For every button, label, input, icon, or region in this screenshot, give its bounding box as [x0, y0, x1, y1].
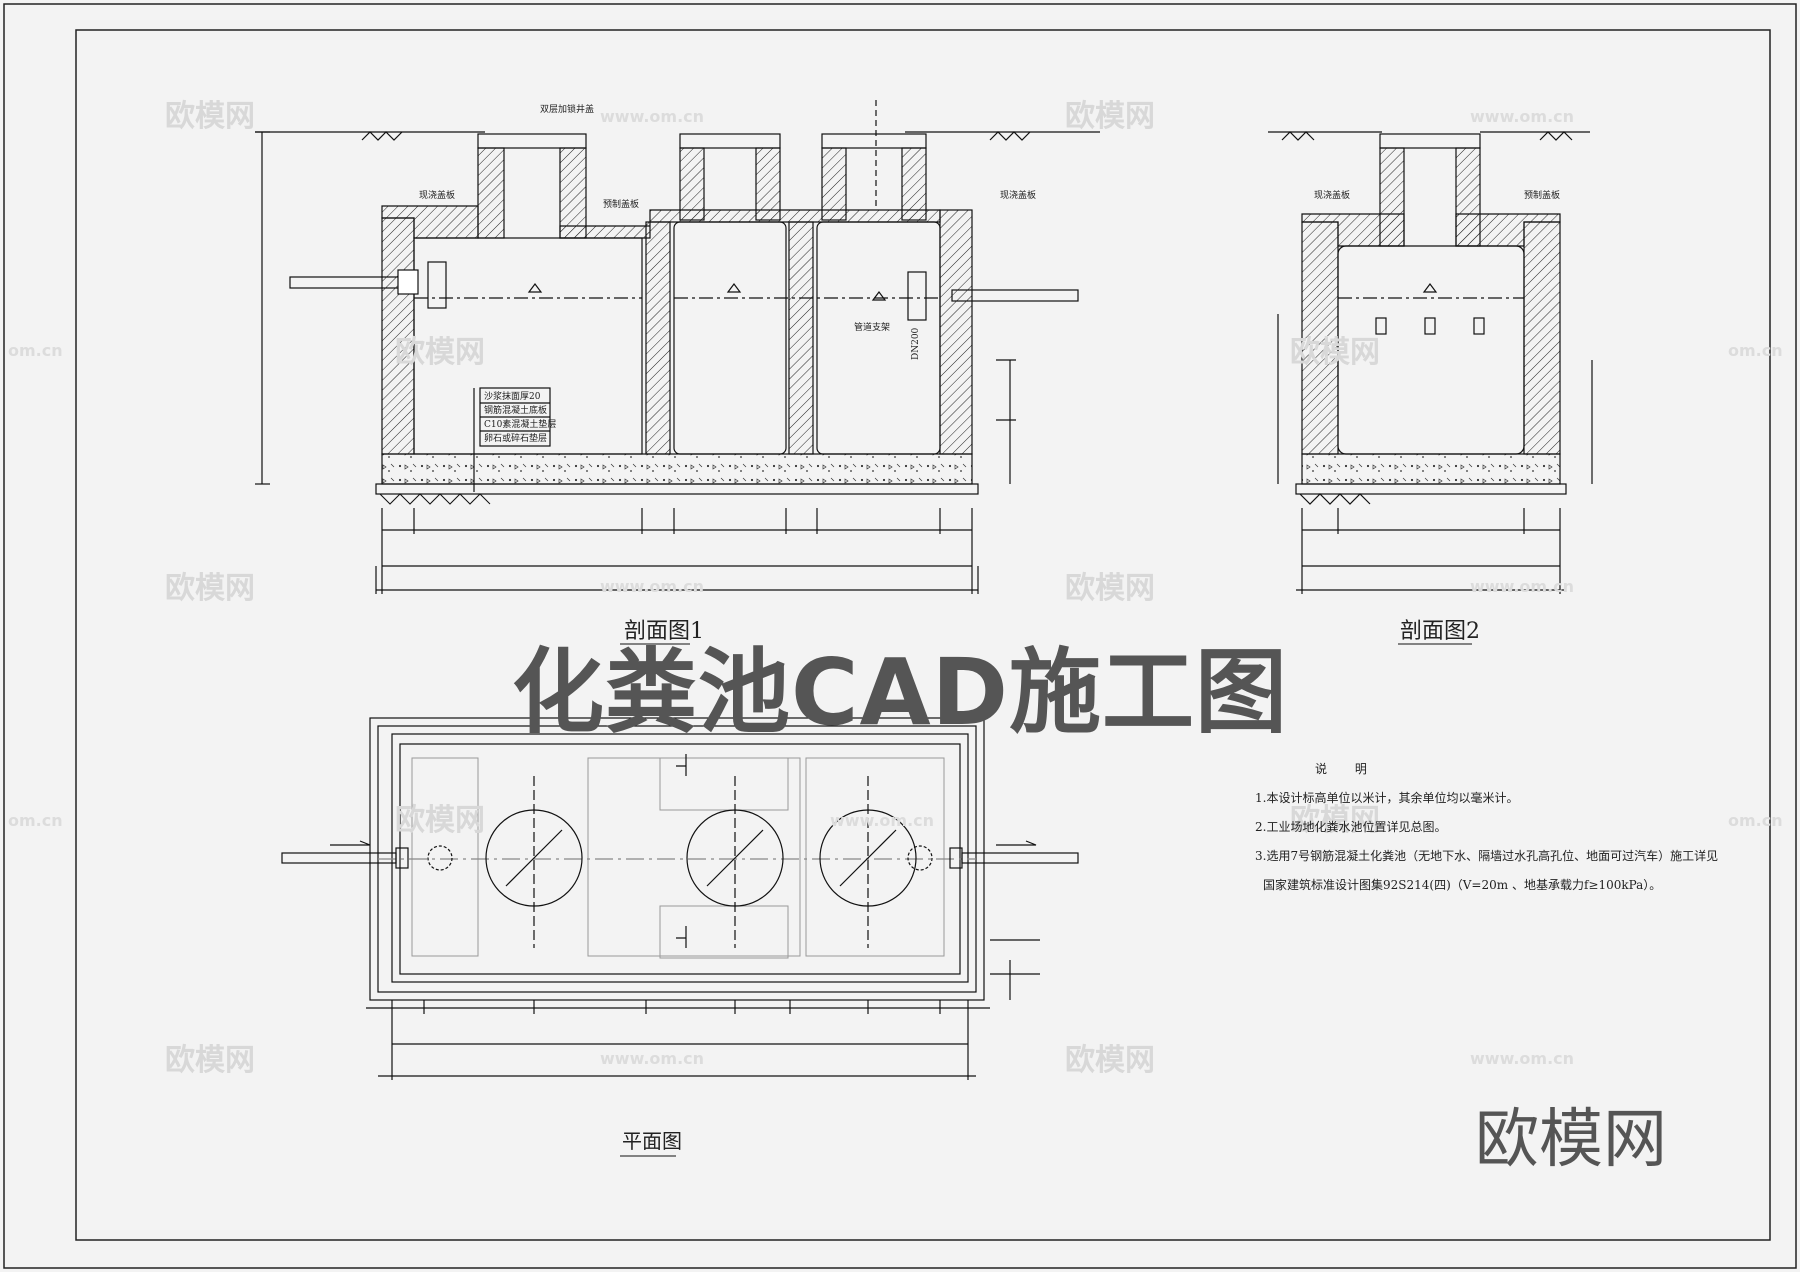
note-item: 1.本设计标高单位以米计，其余单位均以毫米计。 [1255, 791, 1519, 805]
watermark-url: www.om.cn [1470, 1049, 1574, 1068]
plan-labels: 平面图 [620, 1129, 682, 1157]
watermark-url: www.om.cn [600, 1049, 704, 1068]
watermark-logo: 欧模网 [1065, 99, 1155, 134]
watermark-url-partial: om.cn [8, 811, 63, 830]
watermark-logo: 欧模网 [395, 803, 485, 838]
watermark-logo: 欧模网 [165, 571, 255, 606]
drawing-title: 化粪池CAD施工图 [511, 639, 1289, 746]
layer-label-2: 钢筋混凝土底板 [484, 404, 547, 416]
watermark-url: www.om.cn [830, 811, 934, 830]
cast-cover-right-label: 现浇盖板 [1000, 189, 1036, 201]
watermark-logo: 欧模网 [1065, 571, 1155, 606]
watermark-url: www.om.cn [600, 107, 704, 126]
pipe-size-label: DN200 [911, 327, 921, 360]
inner-border [75, 29, 1771, 1241]
note-item: 2.工业场地化粪水池位置详见总图。 [1255, 820, 1447, 834]
manhole-label: 双层加锁井盖 [540, 103, 594, 115]
watermark-url: www.om.cn [1470, 107, 1574, 126]
section-2-labels: 现浇盖板 预制盖板 剖面图2 [1314, 189, 1560, 645]
section-2-drawing [1268, 131, 1593, 594]
note-item: 3.选用7号钢筋混凝土化粪池（无地下水、隔墙过水孔高孔位、地面可过汽车）施工详见 [1255, 849, 1719, 863]
outer-border [3, 3, 1797, 1269]
note-item: 国家建筑标准设计图集92S214(四)（V=20m 、地基承载力f≥100kPa… [1263, 878, 1662, 892]
watermark-url-partial: om.cn [1728, 341, 1783, 360]
precast-cover-label: 预制盖板 [603, 198, 639, 210]
watermark-logo: 欧模网 [1290, 803, 1380, 838]
watermark-layer: 欧模网 欧模网 欧模网 欧模网 欧模网 欧模网 欧模网 欧模网 欧模网 欧模网 … [8, 99, 1783, 1078]
s2-precast-cover-label: 预制盖板 [1524, 189, 1560, 201]
plan-caption: 平面图 [622, 1129, 682, 1153]
watermark-logo: 欧模网 [395, 335, 485, 370]
s2-cast-cover-label: 现浇盖板 [1314, 189, 1350, 201]
cast-cover-left-label: 现浇盖板 [419, 189, 455, 201]
section-2-caption: 剖面图2 [1400, 619, 1480, 644]
watermark-logo: 欧模网 [1290, 335, 1380, 370]
section-1-labels: 双层加锁井盖 现浇盖板 现浇盖板 预制盖板 管道支架 DN200 沙浆抹面厚20… [419, 103, 1036, 645]
layer-label-3: C10素混凝土垫层 [484, 418, 556, 430]
pipe-support-label: 管道支架 [854, 321, 890, 333]
watermark-url-partial: om.cn [1728, 811, 1783, 830]
notes-title: 说 明 [1315, 762, 1379, 776]
brand-watermark: 欧模网 [1475, 1103, 1667, 1177]
layer-label-4: 卵石或碎石垫层 [484, 432, 547, 444]
design-notes: 说 明 1.本设计标高单位以米计，其余单位均以毫米计。 2.工业场地化粪水池位置… [1255, 755, 1735, 900]
watermark-logo: 欧模网 [1065, 1043, 1155, 1078]
watermark-url: www.om.cn [600, 577, 704, 596]
layer-label-1: 沙浆抹面厚20 [484, 390, 541, 402]
section-1-caption: 剖面图1 [624, 619, 704, 644]
watermark-logo: 欧模网 [165, 99, 255, 134]
watermark-logo: 欧模网 [165, 1043, 255, 1078]
watermark-url: www.om.cn [1470, 577, 1574, 596]
section-1-drawing [255, 100, 1100, 594]
watermark-url-partial: om.cn [8, 341, 63, 360]
plan-drawing [281, 717, 1079, 1080]
